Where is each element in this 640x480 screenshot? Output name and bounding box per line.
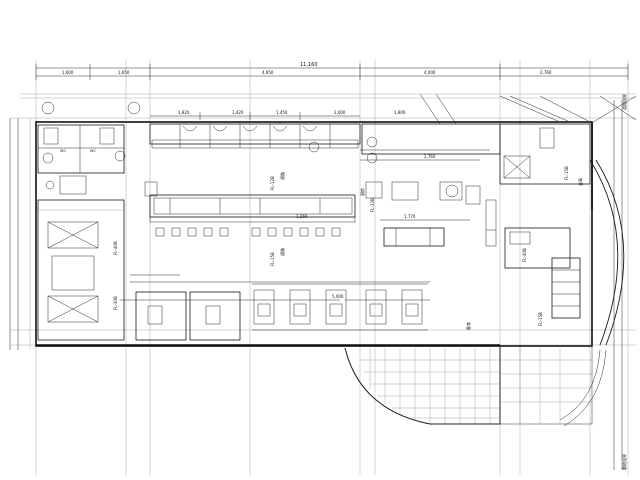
top-dimension-2: 1,650 [118, 70, 130, 75]
label-right-2: FL-15B [564, 166, 569, 180]
label-left-1: FL-40B [113, 241, 118, 255]
label-right-3: FL-40B [522, 248, 527, 262]
pass-label-4: 客席 [465, 322, 471, 330]
label-right-4: FL-15B [538, 312, 543, 326]
boundary-labels: 道路境界 敷地境界 [621, 94, 627, 470]
dimension-text: 11,160 1,600 1,650 4,950 4,000 2,760 1,8… [62, 62, 552, 299]
counter-stools [155, 227, 341, 237]
pass-label-5: 倉庫 [577, 178, 583, 186]
toilet-block: WC WC [37, 101, 141, 195]
pass-label-3: 厨房 [359, 188, 365, 196]
exterior-walls [35, 121, 593, 347]
mid-dimension-3: 1,260 [296, 214, 308, 219]
mid-dimension-1: 2,760 [424, 154, 436, 159]
top-dimension-1: 1,600 [62, 70, 74, 75]
right-curve [559, 159, 625, 427]
tree-right [127, 101, 141, 115]
label-center-2: FL-15B [270, 252, 275, 266]
second-dimension-2: 1,420 [232, 110, 244, 115]
top-dimension-4: 4,000 [424, 70, 436, 75]
overall-dimension: 11,160 [300, 62, 318, 68]
right-kitchen: 厨房 FL-12B [359, 123, 501, 247]
label-right-1: FL-12B [370, 198, 375, 212]
diagonal-structure [419, 93, 637, 125]
tree-left [41, 101, 55, 115]
mid-dimension-4: 5,000 [332, 294, 344, 299]
second-dimension-3: 1,450 [276, 110, 288, 115]
svg-text:WC: WC [90, 149, 96, 153]
label-left-2: FL-30B [113, 296, 118, 310]
second-dimension-4: 2,000 [334, 110, 346, 115]
dining-tables [130, 281, 430, 341]
second-dimension-5: 1,800 [394, 110, 406, 115]
top-dimension-3: 4,950 [262, 70, 274, 75]
pass-label-1: 通路 [279, 172, 285, 180]
pass-label-2: 通路 [279, 248, 285, 256]
boundary-label-1: 道路境界 [621, 94, 627, 110]
right-rooms: FL-15B FL-40B FL-15B 客席 倉庫 [465, 123, 591, 330]
second-dimension-1: 1,820 [178, 110, 190, 115]
label-center-1: FL-12B [270, 176, 275, 190]
boundary-label-2: 敷地境界 [621, 454, 627, 470]
top-dimension-5: 2,760 [540, 70, 552, 75]
left-zone: FL-40B FL-30B [37, 199, 125, 341]
central-counter: FL-12B FL-15B 通路 通路 [144, 172, 356, 266]
mid-dimension-2: 1,770 [404, 214, 416, 219]
svg-text:WC: WC [60, 149, 66, 153]
kitchen-counter [149, 123, 361, 153]
terrace [344, 345, 593, 425]
